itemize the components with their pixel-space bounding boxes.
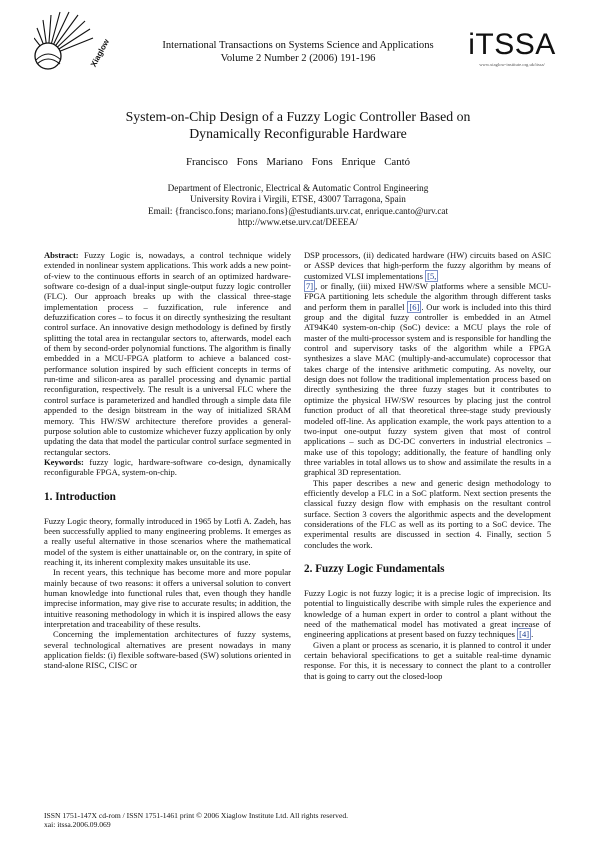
affiliation: Department of Electronic, Electrical & A… <box>80 183 516 229</box>
journal-header: International Transactions on Systems Sc… <box>140 40 456 65</box>
abstract: Abstract: Fuzzy Logic is, nowadays, a co… <box>44 250 291 457</box>
brand-url[interactable]: www.xiaglow-institute.org.uk/itssa/ <box>479 62 545 67</box>
page-footer: ISSN 1751-147X cd-rom / ISSN 1751-1461 p… <box>44 811 348 830</box>
title-line-1: System-on-Chip Design of a Fuzzy Logic C… <box>125 109 471 124</box>
title-line-2: Dynamically Reconfigurable Hardware <box>189 125 407 141</box>
citation-link-7[interactable]: 7] <box>304 280 316 293</box>
abstract-label: Abstract: <box>44 250 79 260</box>
citation-link-5[interactable]: [5, <box>425 269 439 282</box>
publisher-logo: Xiaglow <box>33 8 116 78</box>
keywords-label: Keywords: <box>44 456 84 467</box>
intro-paragraph-3: Concerning the implementation architectu… <box>44 629 291 671</box>
affiliation-email: Email: {francisco.fons; mariano.fons}@es… <box>147 205 449 216</box>
brand-logo-text: iTSSA <box>468 28 556 61</box>
journal-name: International Transactions on Systems Sc… <box>162 40 434 51</box>
publisher-logo-text: Xiaglow <box>88 37 112 69</box>
author-list: Francisco Fons Mariano Fons Enrique Cant… <box>185 156 411 168</box>
left-column: Abstract: Fuzzy Logic is, nowadays, a co… <box>44 250 291 671</box>
paper-title: System-on-Chip Design of a Fuzzy Logic C… <box>80 109 516 142</box>
citation-link-6[interactable]: [6] <box>407 300 422 313</box>
sunburst-logo-icon <box>33 11 94 70</box>
brand-logo: iTSSA www.xiaglow-institute.org.uk/itssa… <box>462 28 562 68</box>
xai-line: xai: itssa.2006.09.069 <box>44 820 111 830</box>
fundamentals-paragraph-2: Given a plant or process as scenario, it… <box>304 639 551 681</box>
keywords: Keywords: fuzzy logic, hardware-software… <box>44 457 291 478</box>
intro-paragraph-3-continued: DSP processors, (ii) dedicated hardware … <box>304 250 551 478</box>
section-1-heading: 1. Introduction <box>44 490 116 503</box>
affiliation-line-1: Department of Electronic, Electrical & A… <box>167 183 429 193</box>
affiliation-line-2: University Rovira i Virgili, ETSE, 43007… <box>190 194 406 205</box>
issn-line: ISSN 1751-147X cd-rom / ISSN 1751-1461 p… <box>44 811 349 820</box>
volume-info: Volume 2 Number 2 (2006) 191-196 <box>220 52 376 64</box>
intro-paragraph-2: In recent years, this technique has beco… <box>44 567 291 629</box>
intro-paragraph-4: This paper describes a new and generic d… <box>304 477 551 550</box>
abstract-text: Fuzzy Logic is, nowadays, a control tech… <box>44 250 291 457</box>
right-column: DSP processors, (ii) dedicated hardware … <box>304 250 551 681</box>
keywords-text: fuzzy logic, hardware-software co-design… <box>44 456 291 478</box>
fundamentals-paragraph-1: Fuzzy Logic is not fuzzy logic; it is a … <box>304 587 551 641</box>
intro-paragraph-1: Fuzzy Logic theory, formally introduced … <box>44 515 291 567</box>
section-2-heading: 2. Fuzzy Logic Fundamentals <box>304 562 445 575</box>
affiliation-url[interactable]: http://www.etse.urv.cat/DEEEA/ <box>237 217 358 228</box>
citation-link-4[interactable]: [4] <box>517 628 532 641</box>
